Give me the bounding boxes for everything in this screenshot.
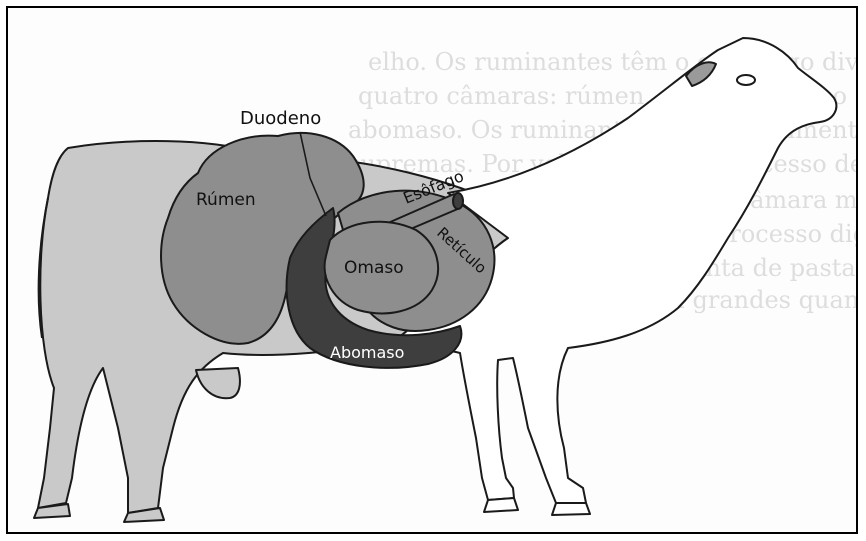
figure-frame: elho. Os ruminantes têm o estômago divid… [6,6,858,534]
label-rumen: Rúmen [196,190,256,210]
label-omaso: Omaso [344,258,404,278]
label-duodeno: Duodeno [240,108,321,129]
label-abomaso: Abomaso [330,343,404,362]
cow-stomach-diagram: elho. Os ruminantes têm o estômago divid… [8,8,858,534]
cow-udder [196,368,240,398]
cow-eye [737,75,755,85]
cow-hoof-front-left [484,498,518,512]
esofago-opening [453,193,463,209]
cow-hoof-front-right [552,503,590,515]
